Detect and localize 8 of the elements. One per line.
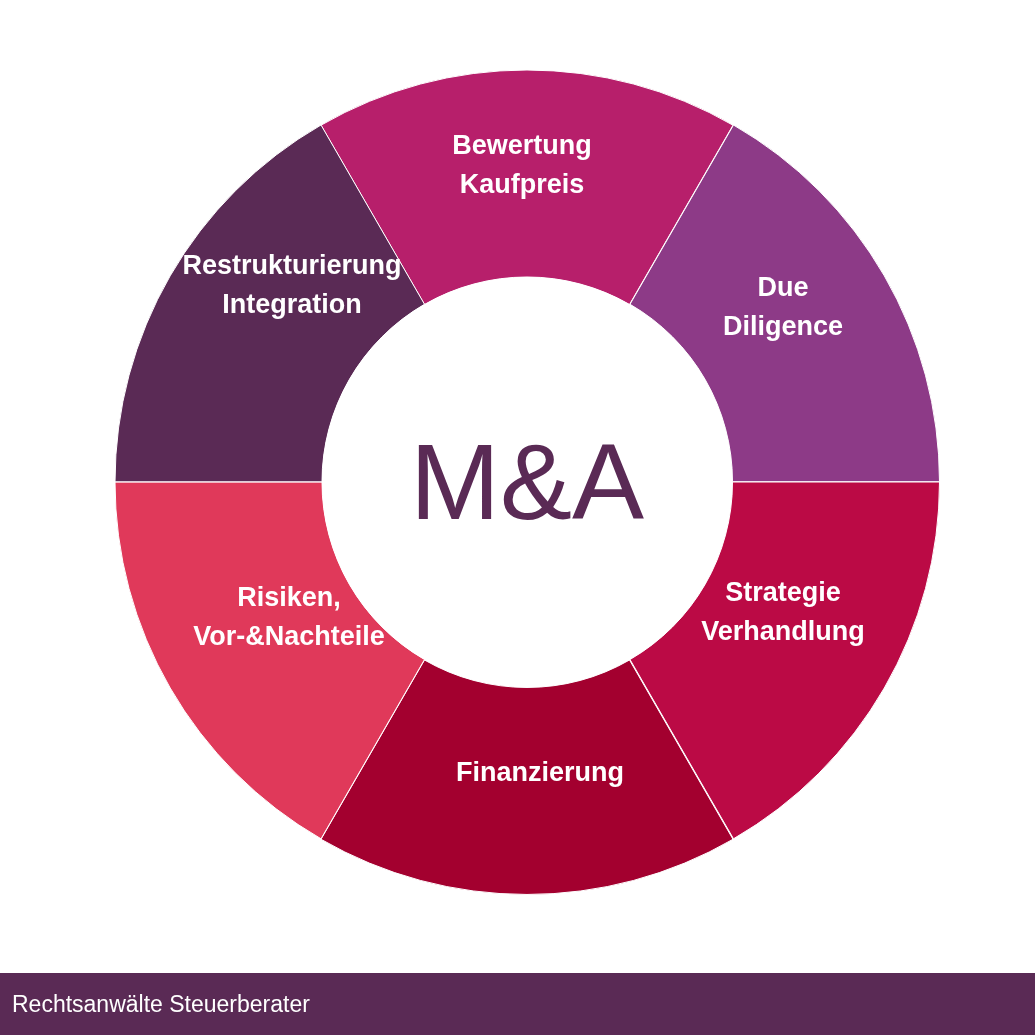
footer-text: Rechtsanwälte Steuerberater xyxy=(12,989,310,1019)
segment-label: Due Diligence xyxy=(721,270,844,343)
segment-label: Strategie Verhandlung xyxy=(700,575,866,648)
segment-label: Finanzierung xyxy=(455,756,625,790)
center-label: M&A xyxy=(409,428,644,536)
segment-label: Bewertung Kaufpreis xyxy=(451,128,593,201)
segment-label: Risiken, Vor-&Nachteile xyxy=(192,580,386,653)
segment-label: Restrukturierung Integration xyxy=(181,248,403,321)
